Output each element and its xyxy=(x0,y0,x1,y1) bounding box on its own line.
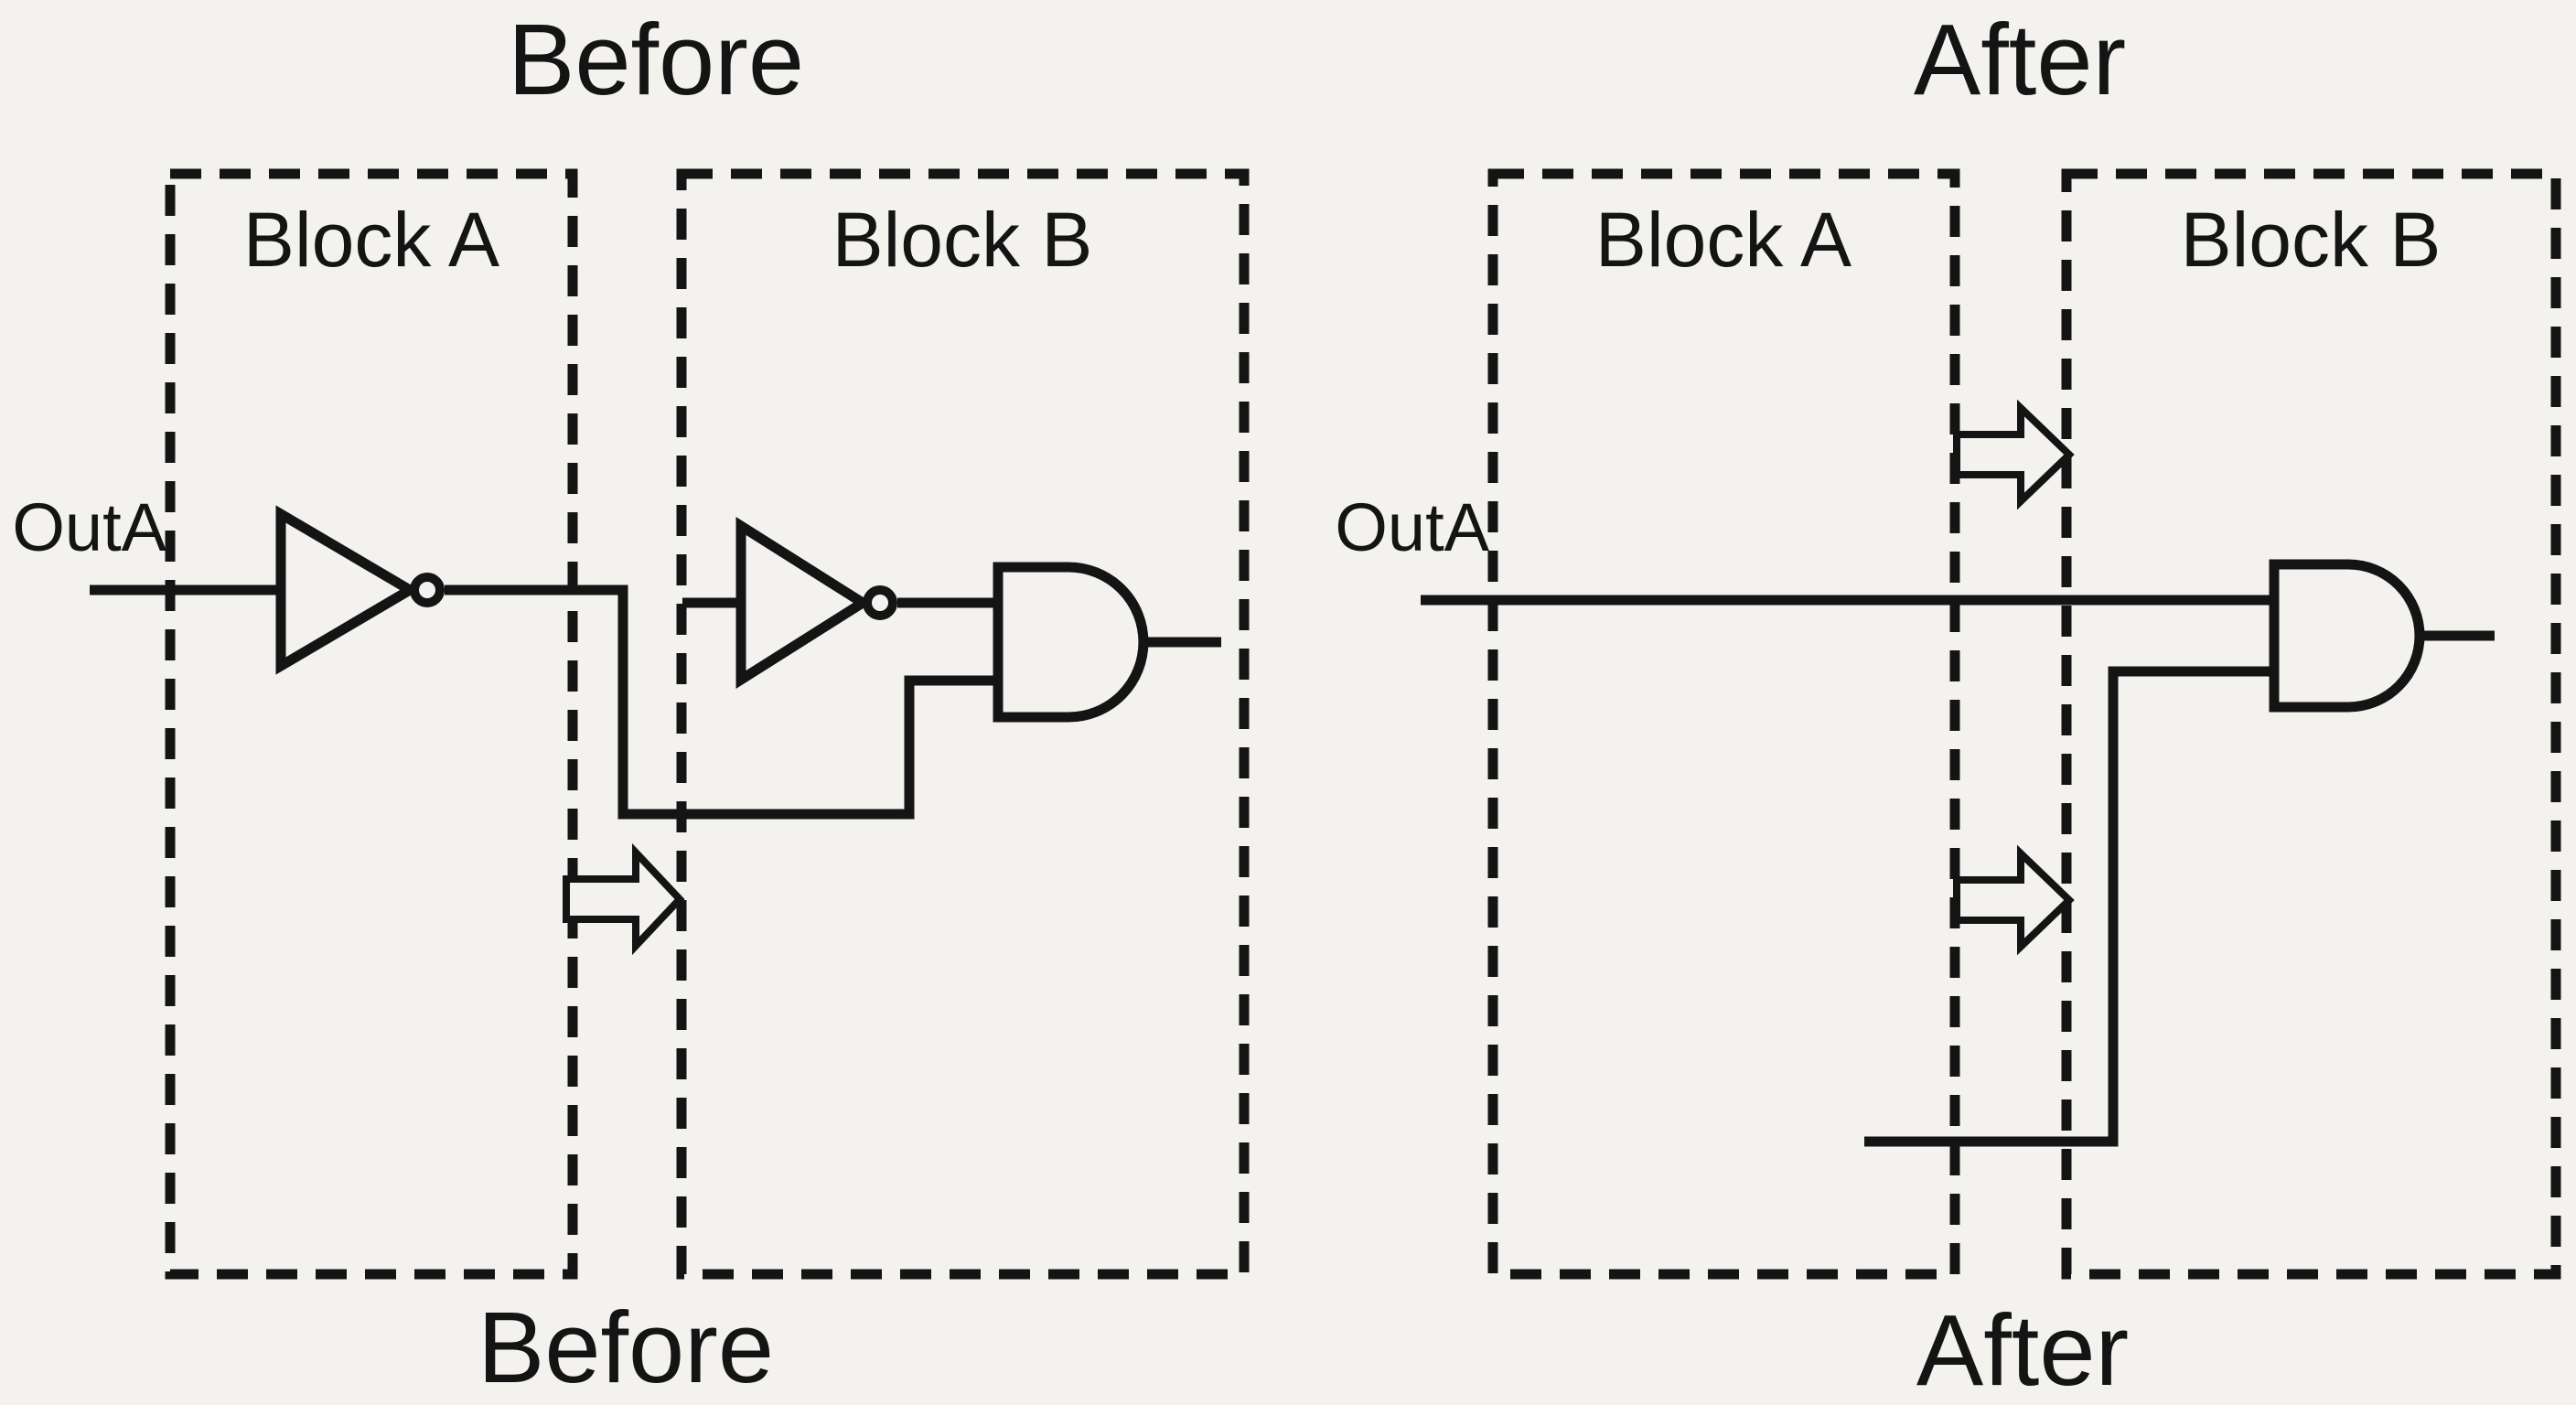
before-block-b-label: Block B xyxy=(832,197,1093,283)
before-block-a-box xyxy=(165,168,578,1280)
before-block-a-label: Block A xyxy=(243,197,499,283)
before-top-title: Before xyxy=(508,4,804,116)
before-and-gate xyxy=(993,562,1149,723)
panel-before: Before Block A Block B OutA Befor xyxy=(12,4,1250,1404)
after-block-b-label: Block B xyxy=(2181,197,2442,283)
after-outa-label: OutA xyxy=(1335,489,1489,565)
after-boundary-arrow-lower-icon xyxy=(1953,844,2075,956)
after-and-gate xyxy=(2269,559,2425,713)
after-block-a-box xyxy=(1487,168,1960,1280)
before-block-a-inverter-bubble xyxy=(410,573,445,607)
before-bottom-caption: Before xyxy=(478,1292,774,1404)
before-outa-label: OutA xyxy=(12,489,166,565)
after-block-b-box xyxy=(2061,168,2561,1280)
before-block-b-box xyxy=(676,168,1250,1280)
before-block-b-inverter-bubble xyxy=(863,585,897,620)
after-block-a-label: Block A xyxy=(1595,197,1852,283)
after-boundary-arrow-upper-icon xyxy=(1953,399,2075,510)
after-top-title: After xyxy=(1914,4,2126,116)
after-second-input-wire xyxy=(1864,666,2274,1147)
before-crossing-net-wire xyxy=(445,585,998,820)
before-block-b-inverter-gate xyxy=(735,517,873,689)
panel-after: After Block A Block B OutA After xyxy=(1335,4,2561,1405)
after-bottom-caption: After xyxy=(1916,1294,2129,1405)
before-boundary-arrow-icon xyxy=(563,842,685,956)
before-block-a-inverter-gate xyxy=(275,505,420,675)
